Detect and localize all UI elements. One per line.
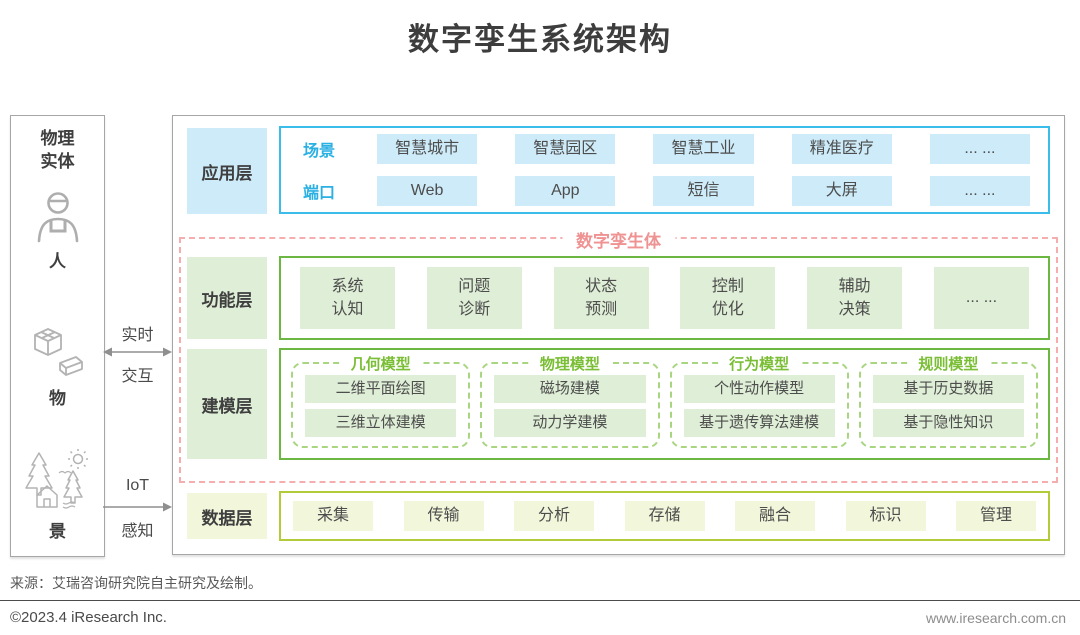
data-layer-label: 数据层 [187, 493, 267, 539]
port-item: Web [377, 176, 478, 206]
scenario-item: 精准医疗 [791, 134, 892, 164]
perception-label: 感知 [121, 523, 154, 540]
modeling-layer-box: 几何模型 二维平面绘图 三维立体建模 物理模型 磁场建模 动力学建模 行为模型 … [279, 348, 1050, 460]
realtime-label: 实时 [121, 327, 154, 344]
rule-model-label: 规则模型 [908, 353, 989, 374]
function-item: 辅助 决策 [807, 267, 903, 329]
double-arrow-icon [103, 346, 172, 358]
model-item: 磁场建模 [494, 375, 646, 404]
model-item: 动力学建模 [494, 408, 646, 437]
function-layer-box: 系统 认知 问题 诊断 状态 预测 控制 优化 辅助 决策 ... ... [279, 256, 1050, 340]
model-item: 基于隐性知识 [872, 408, 1024, 437]
person-label: 人 [49, 252, 66, 271]
data-layer-box: 采集 传输 分析 存储 融合 标识 管理 [279, 491, 1050, 541]
scenario-item: 智慧园区 [515, 134, 616, 164]
copyright-text: ©2023.4 iResearch Inc. [10, 609, 167, 626]
data-item: 管理 [956, 501, 1036, 531]
function-item: 状态 预测 [553, 267, 649, 329]
function-item: 问题 诊断 [426, 267, 522, 329]
digital-twin-label: 数字孪生体 [562, 227, 675, 252]
model-item: 个性动作模型 [683, 375, 835, 404]
port-row: 端口 Web App 短信 大屏 ... ... [281, 170, 1048, 212]
model-item: 三维立体建模 [305, 408, 457, 437]
geometry-model-label: 几何模型 [340, 353, 421, 374]
port-item-more: ... ... [929, 176, 1031, 206]
footer-divider [0, 600, 1080, 601]
data-item: 标识 [845, 501, 926, 531]
geometry-model-group: 几何模型 二维平面绘图 三维立体建模 [291, 353, 471, 448]
port-item: App [515, 176, 616, 206]
application-layer-label: 应用层 [187, 128, 267, 214]
scenario-item-more: ... ... [929, 134, 1031, 164]
source-note: 来源：艾瑞咨询研究院自主研究及绘制。 [10, 575, 262, 591]
physics-model-label: 物理模型 [529, 353, 610, 374]
model-item: 二维平面绘图 [305, 375, 457, 404]
data-item: 分析 [514, 501, 594, 531]
person-icon [33, 190, 83, 246]
scenery-label: 景 [49, 522, 66, 541]
physical-entity-title: 物理 实体 [40, 129, 75, 171]
data-item: 存储 [624, 501, 705, 531]
website-url: www.iresearch.com.cn [925, 610, 1066, 626]
scenario-item: 智慧工业 [653, 134, 754, 164]
port-row-label: 端口 [302, 185, 335, 202]
scenery-icon [23, 449, 93, 511]
function-item: 系统 认知 [300, 267, 395, 329]
function-item-more: ... ... [933, 267, 1029, 329]
physics-model-group: 物理模型 磁场建模 动力学建模 [480, 353, 660, 448]
behavior-model-group: 行为模型 个性动作模型 基于遗传算法建模 [669, 353, 849, 448]
scenario-row-label: 场景 [302, 143, 335, 160]
interaction-label: 交互 [121, 368, 154, 385]
objects-label: 物 [49, 389, 66, 408]
behavior-model-label: 行为模型 [719, 353, 800, 374]
modeling-layer-label: 建模层 [187, 349, 267, 459]
function-layer-label: 功能层 [187, 257, 267, 339]
scenario-row: 场景 智慧城市 智慧园区 智慧工业 精准医疗 ... ... [281, 128, 1048, 170]
data-item: 采集 [293, 501, 373, 531]
architecture-panel: 应用层 场景 智慧城市 智慧园区 智慧工业 精准医疗 ... ... 端口 We… [172, 115, 1065, 555]
port-item: 大屏 [791, 176, 892, 206]
function-item: 控制 优化 [680, 267, 776, 329]
data-item: 融合 [735, 501, 815, 531]
right-arrow-icon [103, 501, 172, 513]
digital-twin-region: 数字孪生体 [179, 227, 1058, 483]
iot-label: IoT [125, 477, 150, 494]
application-layer-box: 场景 智慧城市 智慧园区 智慧工业 精准医疗 ... ... 端口 Web Ap… [279, 126, 1050, 214]
scenario-item: 智慧城市 [377, 134, 478, 164]
physical-entity-panel: 物理 实体 人 物 景 [10, 115, 105, 557]
objects-icon [30, 326, 86, 382]
rule-model-group: 规则模型 基于历史数据 基于隐性知识 [858, 353, 1038, 448]
port-item: 短信 [653, 176, 754, 206]
data-item: 传输 [403, 501, 484, 531]
model-item: 基于历史数据 [872, 375, 1024, 404]
page-title: 数字孪生系统架构 [408, 22, 672, 57]
model-item: 基于遗传算法建模 [683, 408, 835, 437]
